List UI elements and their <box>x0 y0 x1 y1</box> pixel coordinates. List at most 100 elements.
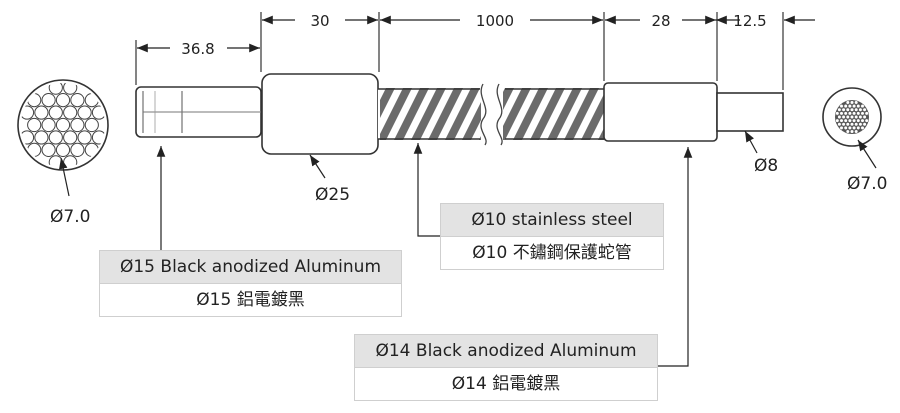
fiber-strand <box>854 122 859 127</box>
fiber-strand <box>837 122 842 127</box>
hose-helix-stripe <box>380 88 412 140</box>
fiber-strand <box>854 107 859 112</box>
nut-dia-label: Ø25 <box>315 185 350 205</box>
fiber-strand <box>77 130 92 145</box>
extension-lines <box>135 12 784 90</box>
fiber-strand <box>843 111 848 116</box>
fiber-strand <box>847 118 852 123</box>
right-end-view: Ø7.0 <box>822 87 887 194</box>
label-stainless: Ø10 stainless steel Ø10 不鏽鋼保護蛇管 <box>440 203 664 270</box>
fiber-strand <box>854 114 859 120</box>
hose-helix-stripe <box>564 88 599 140</box>
nut-body <box>261 73 379 155</box>
hose-helix-stripe <box>547 88 582 140</box>
label-aluminum-left-en: Ø15 Black anodized Aluminum <box>100 251 401 283</box>
fiber-strand <box>63 130 78 145</box>
fiber-strand <box>77 105 92 120</box>
fiber-strand <box>837 114 842 120</box>
fiber-strand <box>845 100 850 105</box>
fiber-strand <box>91 105 105 120</box>
fiber-strand <box>55 92 71 108</box>
fiber-strand <box>854 100 859 105</box>
fiber-strand <box>856 118 861 123</box>
label-stainless-en: Ø10 stainless steel <box>441 204 663 236</box>
fiber-strand <box>48 83 63 95</box>
label-aluminum-left: Ø15 Black anodized Aluminum Ø15 鋁電鍍黑 <box>99 250 402 317</box>
fiber-strand <box>860 104 865 109</box>
fiber-strand <box>847 111 852 116</box>
hose-helix-stripe <box>513 88 548 140</box>
fiber-strand <box>843 104 848 109</box>
fiber-strand <box>845 129 850 134</box>
hose-helix-stripe <box>530 88 565 140</box>
fiber-strand <box>21 105 35 120</box>
fiber-strand <box>70 117 85 133</box>
dim-tip-length: 12.5 <box>733 12 766 30</box>
fiber-strand <box>856 125 861 130</box>
label-leaders <box>156 143 693 367</box>
left-ferrule <box>135 86 262 138</box>
fiber-strand <box>41 92 56 108</box>
fiber-strand <box>864 118 869 123</box>
fiber-strand <box>843 118 848 123</box>
right-fiber-bundle <box>835 100 869 134</box>
hose-helix-stripe <box>411 88 446 140</box>
stainless-hose <box>378 82 604 146</box>
fiber-strand <box>34 130 49 145</box>
tip-dia-label: Ø8 <box>754 156 778 176</box>
fiber-strand <box>860 111 865 116</box>
hose-helix-stripe <box>581 94 604 140</box>
fiber-strand <box>841 122 846 127</box>
dim-right-ferrule-length: 28 <box>651 12 670 30</box>
fiber-strand <box>841 107 846 112</box>
fiber-strand <box>862 107 867 112</box>
fiber-strand <box>70 92 85 108</box>
fiber-strand <box>34 105 49 120</box>
fiber-strand <box>841 114 846 120</box>
fiber-strand <box>55 142 71 158</box>
fiber-strand <box>70 142 85 158</box>
fiber-strand <box>63 83 78 95</box>
hose-helix-stripe <box>428 88 463 140</box>
hose-helix-stripe <box>496 88 531 140</box>
fiber-strand <box>63 105 78 120</box>
fiber-strand <box>27 117 42 133</box>
fiber-strand <box>839 111 844 116</box>
label-aluminum-right-zh: Ø14 鋁電鍍黑 <box>355 367 657 400</box>
dimension-lines <box>137 15 815 53</box>
label-aluminum-right: Ø14 Black anodized Aluminum Ø14 鋁電鍍黑 <box>354 334 658 401</box>
fiber-strand <box>849 122 855 127</box>
fiber-strand <box>847 125 852 130</box>
fiber-strand <box>48 155 63 167</box>
fiber-strand <box>843 125 848 130</box>
fiber-strand <box>63 155 78 167</box>
hose-helix-stripe <box>598 128 604 140</box>
right-end-dia-label: Ø7.0 <box>847 174 887 194</box>
left-end-leader <box>58 157 70 197</box>
fiber-strand <box>48 130 63 145</box>
label-stainless-zh: Ø10 不鏽鋼保護蛇管 <box>441 236 663 269</box>
fiber-strand <box>48 105 63 120</box>
label-aluminum-left-zh: Ø15 鋁電鍍黑 <box>100 283 401 316</box>
fiber-strand <box>84 117 99 133</box>
fiber-strand <box>835 111 840 116</box>
fiber-strand <box>41 117 56 133</box>
fiber-strand <box>847 104 852 109</box>
fiber-strand <box>858 122 863 127</box>
fiber-strand <box>858 107 863 112</box>
left-end-dia-label: Ø7.0 <box>50 207 90 227</box>
fiber-strand <box>41 142 56 158</box>
fiber-strand <box>839 125 844 130</box>
fiber-strand <box>845 107 850 112</box>
fiber-strand <box>849 129 855 134</box>
fiber-strand <box>849 114 855 120</box>
fiber-strand <box>839 118 844 123</box>
tip-section <box>716 92 784 132</box>
fiber-strand <box>856 104 861 109</box>
fiber-strand <box>852 111 857 116</box>
fiber-strand <box>862 122 867 127</box>
hose-helix-stripe <box>394 88 429 140</box>
label-aluminum-right-en: Ø14 Black anodized Aluminum <box>355 335 657 367</box>
dim-ferrule-length: 36.8 <box>181 40 214 58</box>
